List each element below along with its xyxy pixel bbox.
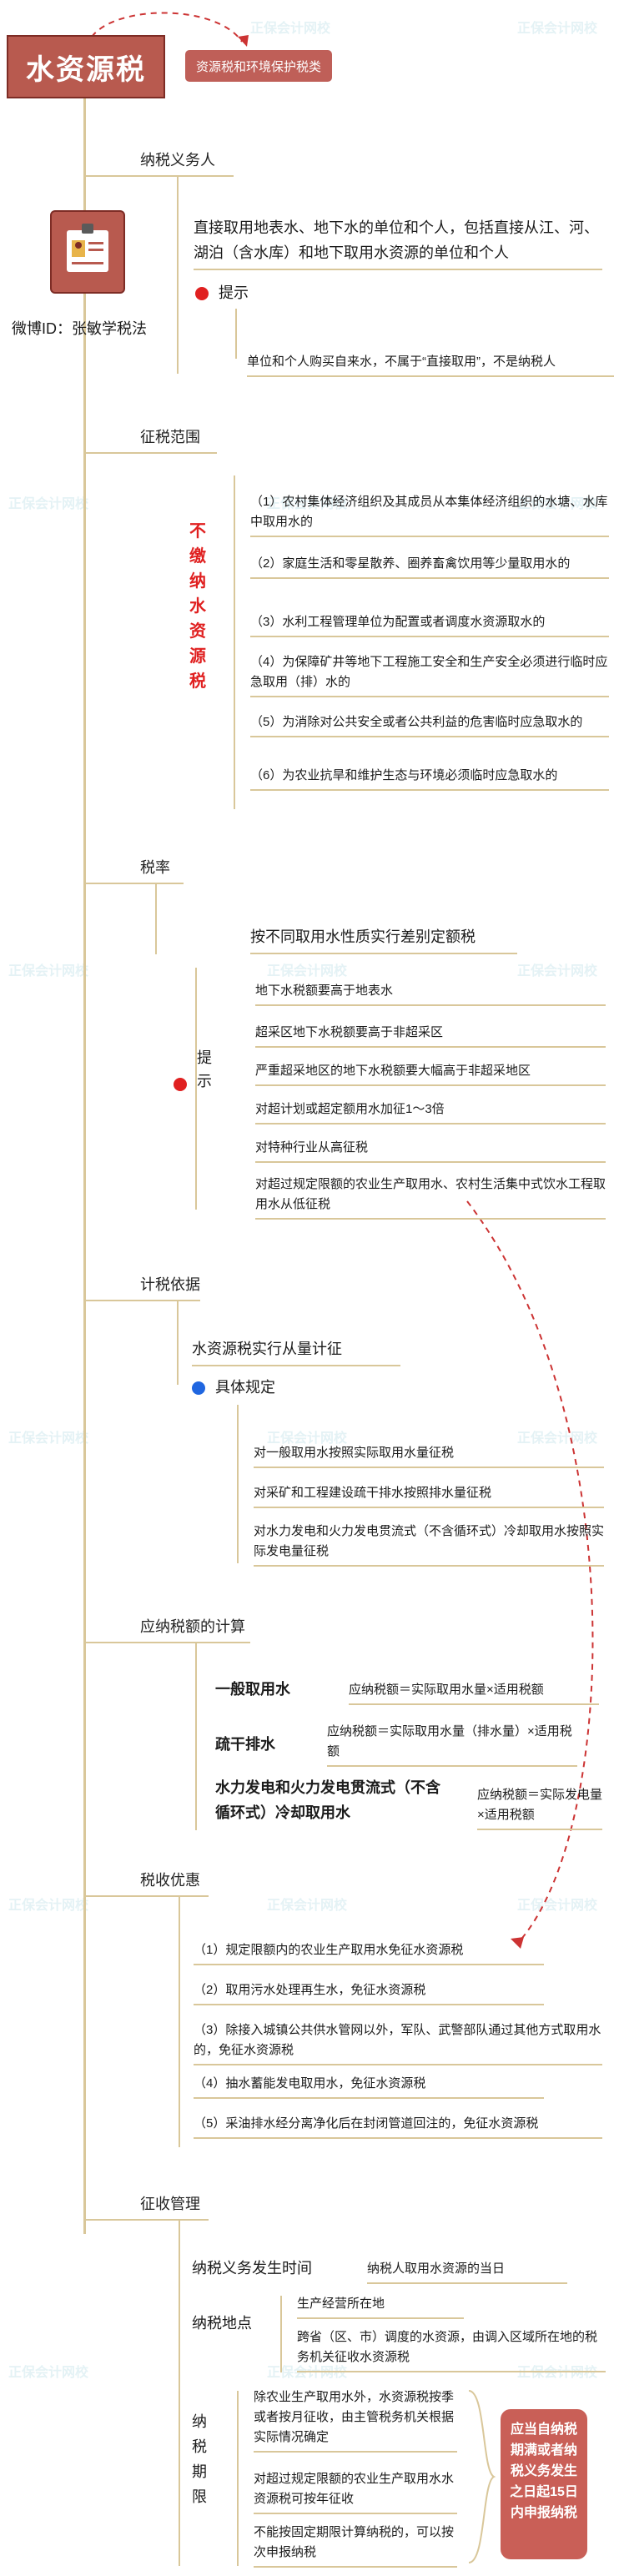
branch-line: [155, 884, 157, 954]
basis-item: 对采矿和工程建设疏干排水按照排水量征税: [254, 1483, 604, 1508]
rate-item: 超采区地下水税额要高于非超采区: [255, 1023, 606, 1048]
incentive-item: （1）规定限额内的农业生产取用水免征水资源税: [194, 1940, 544, 1965]
scope-item: （3）水利工程管理单位为配置或者调度水资源取水的: [250, 612, 609, 637]
branch-line: [179, 1897, 180, 2147]
calc-label: 一般取用水: [215, 1681, 290, 1698]
watermark: 正保会计网校: [267, 497, 348, 511]
branch-line: [83, 1895, 209, 1897]
branch-line: [280, 2296, 282, 2372]
incentive-item: （5）采油排水经分离净化后在封闭管道回注的，免征水资源税: [194, 2114, 602, 2139]
watermark: 正保会计网校: [8, 964, 89, 979]
weibo-id: 微博ID：张敏学税法: [12, 320, 147, 337]
taxpayer-definition: 直接取用地表水、地下水的单位和个人，包括直接从江、河、湖泊（含水库）和地下取用水…: [194, 215, 602, 270]
admin-period-item: 除农业生产取用水外，水资源税按季或者按月征收，由主管税务机关根据实际情况确定: [254, 2387, 457, 2453]
section-calc: 应纳税额的计算: [140, 1618, 245, 1635]
admin-period-item: 不能按固定期限计算纳税的，可以按次申报纳税: [254, 2523, 457, 2568]
branch-line: [83, 1300, 200, 1301]
section-admin: 征收管理: [140, 2196, 200, 2212]
page-title: 水资源税: [7, 35, 165, 98]
branch-line: [83, 883, 184, 884]
branch-line: [83, 1642, 250, 1643]
taxpayer-tip-label: 提示: [219, 284, 249, 301]
calc-label: 水力发电和火力发电贯流式（不含循环式）冷却取用水: [215, 1779, 440, 1821]
rate-item: 对超计划或超定额用水加征1～3倍: [255, 1099, 606, 1124]
watermark: 正保会计网校: [267, 964, 348, 979]
watermark: 正保会计网校: [267, 2366, 348, 2380]
branch-line: [177, 177, 179, 374]
watermark: 正保会计网校: [250, 22, 331, 36]
rate-main: 按不同取用水性质实行差别定额税: [250, 924, 517, 954]
branch-line: [195, 968, 197, 1210]
rate-item: 地下水税额要高于地表水: [255, 981, 606, 1006]
branch-line: [177, 1301, 179, 1385]
scope-item: （1）农村集体经济组织及其成员从本集体经济组织的水塘、水库中取用水的: [250, 492, 609, 537]
basis-item: 对一般取用水按照实际取用水量征税: [254, 1443, 604, 1468]
blue-dot-icon: [192, 1381, 205, 1395]
watermark: 正保会计网校: [8, 497, 89, 511]
incentive-item: （2）取用污水处理再生水，免征水资源税: [194, 1980, 544, 2005]
branch-line: [83, 452, 217, 454]
watermark: 正保会计网校: [8, 1431, 89, 1446]
watermark: 正保会计网校: [267, 1899, 348, 1913]
rate-item: 严重超采地区的地下水税额要大幅高于非超采地区: [255, 1061, 606, 1086]
admin-period-label: 纳税期限: [192, 2413, 207, 2505]
taxpayer-tip: 单位和个人购买自来水，不属于“直接取用”，不是纳税人: [247, 352, 614, 377]
avatar: [50, 210, 125, 294]
branch-line: [235, 309, 237, 359]
section-taxpayer: 纳税义务人: [140, 152, 215, 169]
branch-line: [237, 1405, 239, 1563]
watermark: 正保会计网校: [517, 1431, 598, 1446]
branch-line: [179, 2221, 180, 2566]
watermark: 正保会计网校: [8, 1899, 89, 1913]
admin-place-item: 生产经营所在地: [297, 2294, 464, 2319]
deadline-note: 应当自纳税期满或者纳税义务发生之日起15日内申报纳税: [501, 2409, 587, 2559]
branch-line: [195, 1643, 197, 1830]
scope-item: （5）为消除对公共安全或者公共利益的危害临时应急取水的: [250, 712, 609, 737]
scope-item: （6）为农业抗旱和维护生态与环境必须临时应急取水的: [250, 766, 609, 791]
basis-item: 对水力发电和火力发电贯流式（不含循环式）冷却取用水按照实际发电量征税: [254, 1522, 604, 1567]
scope-item: （2）家庭生活和零星散养、圈养畜禽饮用等少量取用水的: [250, 554, 609, 579]
branch-line: [237, 2391, 239, 2566]
watermark: 正保会计网校: [517, 2366, 598, 2380]
trunk-line: [83, 98, 86, 2234]
admin-time-label: 纳税义务发生时间: [192, 2260, 312, 2277]
brace: [468, 2390, 496, 2563]
incentive-item: （4）抽水蓄能发电取用水，免征水资源税: [194, 2074, 544, 2099]
rate-item: 对特种行业从高征税: [255, 1138, 606, 1163]
scope-item: （4）为保障矿井等地下工程施工安全和生产安全必须进行临时应急取用（排）水的: [250, 652, 609, 697]
basis-detail-label: 具体规定: [215, 1379, 275, 1396]
category-tag: 资源税和环境保护税类: [185, 50, 332, 82]
incentive-item: （3）除接入城镇公共供水管网以外，军队、武警部队通过其他方式取用水的，免征水资源…: [194, 2020, 602, 2065]
id-card-icon: [67, 224, 108, 272]
calc-formula: 应纳税额＝实际发电量×适用税额: [477, 1785, 602, 1830]
rate-item: 对超过规定限额的农业生产取用水、农村生活集中式饮水工程取用水从低征税: [255, 1175, 606, 1220]
watermark: 正保会计网校: [517, 497, 598, 511]
admin-place-item: 跨省（区、市）调度的水资源，由调入区域所在地的税务机关征收水资源税: [297, 2327, 606, 2372]
section-basis: 计税依据: [140, 1276, 200, 1293]
section-scope: 征税范围: [140, 429, 200, 445]
basis-main: 水资源税实行从量计征: [192, 1336, 400, 1366]
watermark: 正保会计网校: [267, 1431, 348, 1446]
calc-formula: 应纳税额＝实际取用水量×适用税额: [349, 1680, 599, 1705]
watermark: 正保会计网校: [8, 2366, 89, 2380]
branch-line: [83, 2219, 209, 2221]
admin-place-label: 纳税地点: [192, 2315, 252, 2332]
admin-time-value: 纳税人取用水资源的当日: [367, 2259, 567, 2284]
red-dot-icon: [195, 287, 209, 300]
calc-formula: 应纳税额＝实际取用水量（排水量）×适用税额: [327, 1722, 577, 1767]
rate-tip-label: 提示: [197, 1049, 212, 1089]
admin-period-item: 对超过规定限额的农业生产取用水水资源税可按年征收: [254, 2469, 457, 2514]
branch-line: [83, 175, 234, 177]
red-dot-icon: [174, 1078, 187, 1091]
scope-exempt-label: 不缴纳水资源税: [189, 522, 206, 691]
branch-line: [234, 475, 235, 809]
watermark: 正保会计网校: [517, 964, 598, 979]
section-rate: 税率: [140, 859, 170, 876]
section-incentive: 税收优惠: [140, 1872, 200, 1889]
watermark: 正保会计网校: [517, 1899, 598, 1913]
watermark: 正保会计网校: [517, 22, 598, 36]
calc-label: 疏干排水: [215, 1736, 275, 1753]
